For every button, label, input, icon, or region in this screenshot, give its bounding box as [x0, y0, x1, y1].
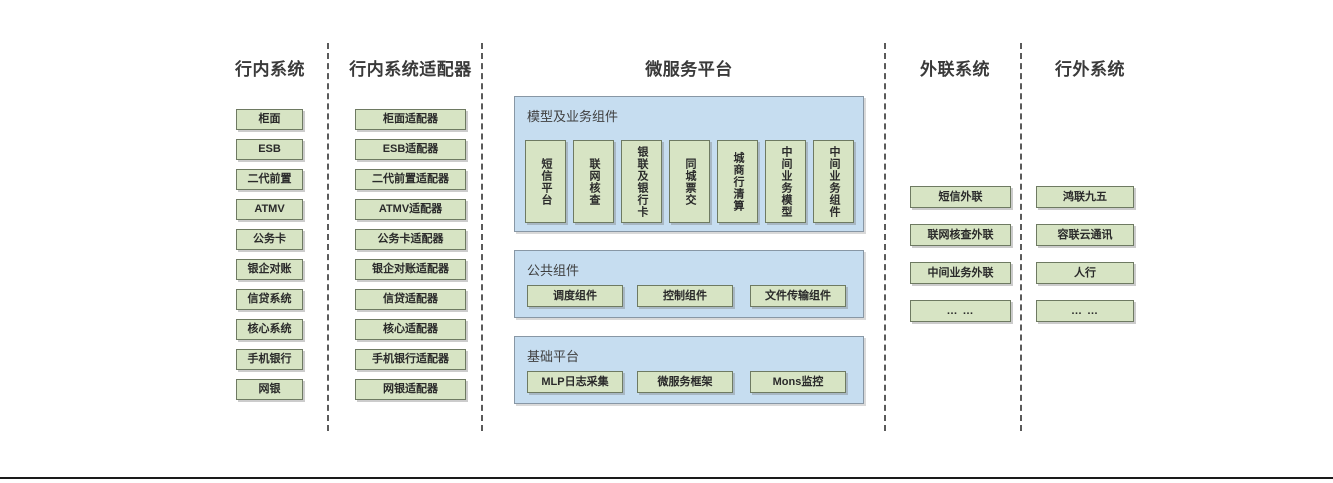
panel-title-model-business-components: 模型及业务组件 — [527, 109, 619, 124]
column-header-external-liaison-systems: 外联系统 — [920, 60, 990, 79]
node-off-bank-2[interactable]: 人行 — [1036, 262, 1134, 284]
node-intra-adapter-7[interactable]: 核心适配器 — [355, 319, 466, 340]
node-model-component-4[interactable]: 城商行清算 — [717, 140, 758, 223]
node-external-liaison-3[interactable]: … … — [910, 300, 1011, 322]
node-intra-system-8[interactable]: 手机银行 — [236, 349, 303, 370]
node-intra-system-2[interactable]: 二代前置 — [236, 169, 303, 190]
bottom-divider — [0, 477, 1333, 479]
node-public-component-1[interactable]: 控制组件 — [637, 285, 733, 307]
node-intra-system-5[interactable]: 银企对账 — [236, 259, 303, 280]
node-base-platform-0[interactable]: MLP日志采集 — [527, 371, 623, 393]
node-intra-adapter-8[interactable]: 手机银行适配器 — [355, 349, 466, 370]
column-header-intra-bank-systems: 行内系统 — [235, 60, 305, 79]
node-model-component-5[interactable]: 中间业务模型 — [765, 140, 806, 223]
divider-3 — [884, 43, 886, 431]
node-public-component-0[interactable]: 调度组件 — [527, 285, 623, 307]
node-external-liaison-1[interactable]: 联网核查外联 — [910, 224, 1011, 246]
divider-1 — [327, 43, 329, 431]
node-base-platform-2[interactable]: Mons监控 — [750, 371, 846, 393]
node-intra-adapter-3[interactable]: ATMV适配器 — [355, 199, 466, 220]
node-external-liaison-2[interactable]: 中间业务外联 — [910, 262, 1011, 284]
node-intra-adapter-9[interactable]: 网银适配器 — [355, 379, 466, 400]
node-model-component-6[interactable]: 中间业务组件 — [813, 140, 854, 223]
node-model-component-2[interactable]: 银联及银行卡 — [621, 140, 662, 223]
column-header-microservice-platform: 微服务平台 — [645, 60, 733, 79]
node-off-bank-3[interactable]: … … — [1036, 300, 1134, 322]
node-off-bank-1[interactable]: 容联云通讯 — [1036, 224, 1134, 246]
node-intra-system-3[interactable]: ATMV — [236, 199, 303, 220]
node-public-component-2[interactable]: 文件传输组件 — [750, 285, 846, 307]
node-model-component-0[interactable]: 短信平台 — [525, 140, 566, 223]
node-model-component-3[interactable]: 同城票交 — [669, 140, 710, 223]
node-intra-system-9[interactable]: 网银 — [236, 379, 303, 400]
divider-2 — [481, 43, 483, 431]
node-intra-adapter-0[interactable]: 柜面适配器 — [355, 109, 466, 130]
divider-4 — [1020, 43, 1022, 431]
node-intra-adapter-6[interactable]: 信贷适配器 — [355, 289, 466, 310]
column-header-intra-bank-adapters: 行内系统适配器 — [349, 60, 472, 79]
node-intra-system-6[interactable]: 信贷系统 — [236, 289, 303, 310]
node-intra-adapter-5[interactable]: 银企对账适配器 — [355, 259, 466, 280]
panel-base-platform: 基础平台 — [514, 336, 864, 404]
node-intra-system-4[interactable]: 公务卡 — [236, 229, 303, 250]
node-intra-adapter-1[interactable]: ESB适配器 — [355, 139, 466, 160]
node-intra-system-1[interactable]: ESB — [236, 139, 303, 160]
panel-public-components: 公共组件 — [514, 250, 864, 318]
node-model-component-1[interactable]: 联网核查 — [573, 140, 614, 223]
node-external-liaison-0[interactable]: 短信外联 — [910, 186, 1011, 208]
node-intra-adapter-2[interactable]: 二代前置适配器 — [355, 169, 466, 190]
node-off-bank-0[interactable]: 鸿联九五 — [1036, 186, 1134, 208]
node-intra-adapter-4[interactable]: 公务卡适配器 — [355, 229, 466, 250]
node-base-platform-1[interactable]: 微服务框架 — [637, 371, 733, 393]
panel-title-public-components: 公共组件 — [527, 263, 580, 278]
column-header-off-bank-systems: 行外系统 — [1055, 60, 1125, 79]
node-intra-system-0[interactable]: 柜面 — [236, 109, 303, 130]
node-intra-system-7[interactable]: 核心系统 — [236, 319, 303, 340]
panel-title-base-platform: 基础平台 — [527, 349, 580, 364]
